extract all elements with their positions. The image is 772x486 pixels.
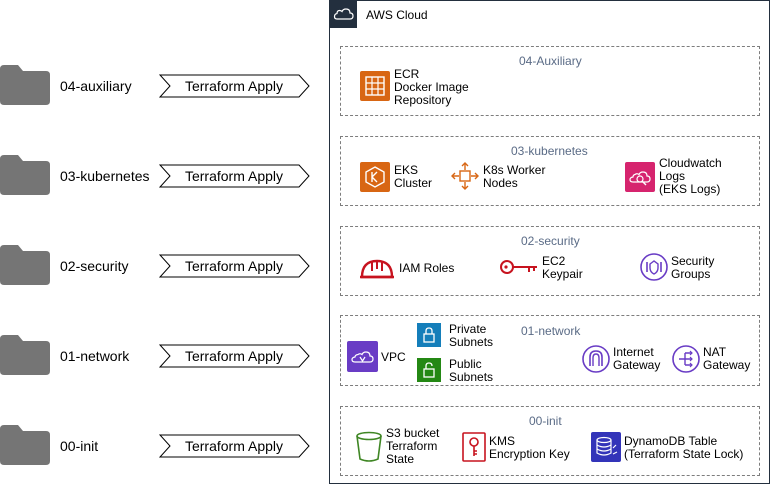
group-title: 02-security (521, 234, 580, 248)
k8s-nodes-icon (451, 162, 479, 190)
aws-cloud-icon (330, 1, 357, 28)
arrow-shape (158, 254, 310, 278)
folder-label: 04-auxiliary (60, 78, 132, 94)
folder-label: 01-network (60, 348, 130, 364)
arrow-label: Terraform Apply (184, 78, 284, 94)
aws-cloud-title: AWS Cloud (366, 8, 428, 22)
eks-label: EKS Cluster (394, 163, 433, 190)
terraform-apply-arrow: Terraform Apply (158, 434, 311, 458)
ec2-keypair-label: EC2 Keypair (542, 254, 583, 281)
dynamodb-label: DynamoDB Table (Terraform State Lock) (624, 434, 744, 461)
group-04-auxiliary: 04-Auxiliary ECR Docker Image Repository (340, 46, 760, 116)
folder-label: 03-kubernetes (60, 168, 150, 184)
nat-gateway-icon (672, 345, 700, 373)
arrow-shape (158, 344, 310, 368)
group-title: 04-Auxiliary (519, 54, 582, 68)
group-03-kubernetes: 03-kubernetes EKS Cluster K8s Worker Nod… (340, 136, 760, 206)
arrow-shape (158, 164, 310, 188)
k8s-nodes-label: K8s Worker Nodes (483, 163, 546, 190)
vpc-icon (347, 341, 378, 372)
private-subnet-icon (417, 323, 441, 347)
group-title: 00-init (529, 414, 562, 428)
arrow-shape (158, 74, 310, 98)
private-subnets-label: Private Subnets (449, 322, 494, 349)
folder-icon (0, 425, 50, 465)
group-01-network: 01-network VPC Private Subnets Public Su… (340, 315, 760, 386)
cloudwatch-logs-label: Cloudwatch Logs (EKS Logs) (659, 156, 722, 196)
ecr-icon (360, 71, 390, 101)
terraform-apply-arrow: Terraform Apply (158, 74, 311, 98)
arrow-label: Terraform Apply (184, 348, 284, 364)
public-subnets-label: Public Subnets (449, 357, 494, 384)
aws-cloud-container: AWS Cloud 04-Auxiliary ECR Docker Image … (329, 0, 770, 484)
folder-icon (0, 335, 50, 375)
s3-bucket-label: S3 bucket Terraform State (386, 426, 440, 466)
group-title: 03-kubernetes (511, 144, 588, 158)
arrow-label: Terraform Apply (184, 438, 284, 454)
arrow-label: Terraform Apply (184, 258, 284, 274)
internet-gateway-icon (582, 345, 610, 373)
folder-icon (0, 65, 50, 105)
dynamodb-icon (591, 432, 621, 462)
security-groups-label: Security Groups (671, 254, 715, 281)
vpc-label: VPC (381, 350, 406, 364)
internet-gateway-label: Internet Gateway (613, 345, 661, 372)
terraform-apply-arrow: Terraform Apply (158, 254, 311, 278)
kms-key-label: KMS Encryption Key (489, 434, 570, 461)
security-groups-icon (640, 253, 668, 281)
eks-icon (360, 162, 390, 192)
iam-roles-icon (360, 259, 394, 279)
ecr-label: ECR Docker Image Repository (394, 67, 469, 107)
ec2-keypair-icon (500, 260, 537, 274)
cloudwatch-logs-icon (625, 162, 655, 192)
terraform-apply-arrow: Terraform Apply (158, 164, 311, 188)
public-subnet-icon (417, 358, 441, 382)
terraform-apply-arrow: Terraform Apply (158, 344, 311, 368)
group-02-security: 02-security IAM Roles EC2 Keypair Securi… (340, 226, 760, 296)
kms-key-icon (462, 432, 486, 462)
iam-roles-label: IAM Roles (399, 261, 455, 275)
arrow-shape (158, 434, 310, 458)
s3-bucket-icon (356, 431, 382, 462)
nat-gateway-label: NAT Gateway (703, 345, 751, 372)
arrow-label: Terraform Apply (184, 168, 284, 184)
folder-label: 00-init (60, 438, 99, 454)
folder-icon (0, 155, 50, 195)
group-title: 01-network (521, 324, 581, 338)
group-00-init: 00-init S3 bucket Terraform State KMS En… (340, 406, 760, 476)
folder-label: 02-security (60, 258, 129, 274)
folder-icon (0, 245, 50, 285)
